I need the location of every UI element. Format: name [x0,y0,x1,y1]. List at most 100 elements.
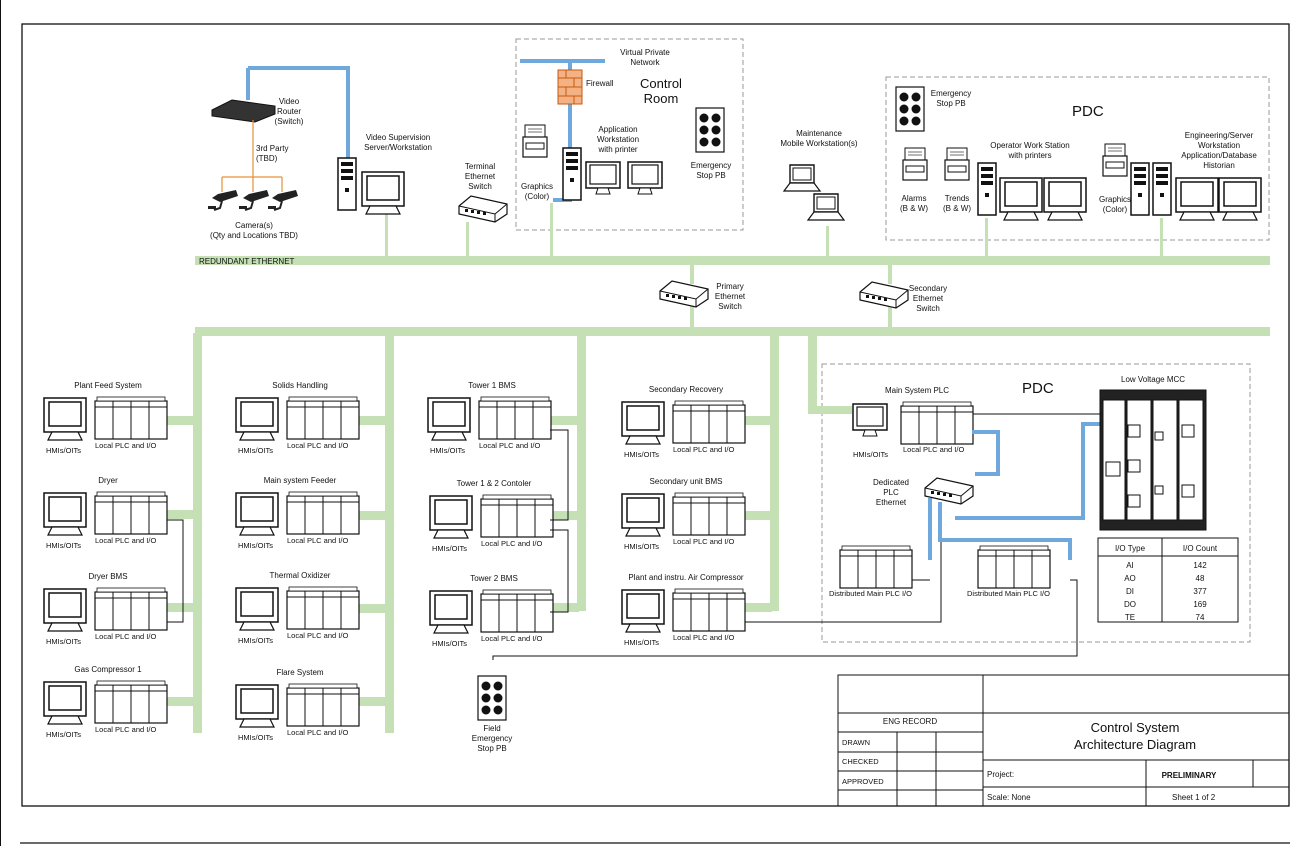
hmi-monitor-icon [429,495,473,539]
hmi-label: HMIs/OITs [432,544,467,553]
cameras-label: Camera(s)(Qty and Locations TBD) [210,221,298,240]
laptop-icon [783,164,821,192]
hmi-label: HMIs/OITs [46,446,81,455]
hmi-label: HMIs/OITs [624,638,659,647]
lv-mcc-icon [1099,389,1207,531]
main-plc-icon [900,401,974,445]
io-count-table: I/O Type I/O Count [1097,537,1239,623]
plc-rack-icon [94,680,168,724]
plc-rack-icon [286,491,360,535]
io-type-cell: DO [1124,600,1136,609]
primary-switch-icon [659,280,709,308]
hmi-label: HMIs/OITs [624,450,659,459]
hmi-monitor-icon [43,681,87,725]
pdc-bottom-box [821,363,1251,643]
hmi-monitor-icon [235,397,279,441]
plc-rack-icon [286,586,360,630]
system-title: Secondary Recovery [649,385,723,394]
io-count-cell: 169 [1193,600,1207,609]
lv-mcc-label: Low Voltage MCC [1121,375,1185,384]
control-room-box [515,38,744,231]
eng-tower-2-icon [1152,162,1172,216]
system-title: Plant Feed System [74,381,142,390]
hmi-monitor-icon [235,684,279,728]
hmi-label: HMIs/OITs [624,542,659,551]
color-printer-icon [522,124,548,158]
eng-monitor-icon [1175,177,1219,221]
video-router-icon [211,99,276,123]
io-header-type: I/O Type [1115,544,1146,553]
trends-label: Trends(B & W) [943,194,971,213]
checked-label: CHECKED [842,757,879,766]
estop-control-room-icon [695,107,725,153]
io-count-cell: 377 [1193,587,1207,596]
system-title: Thermal Oxidizer [270,571,331,580]
app-monitor-icon [585,161,621,195]
video-server-monitor-icon [361,171,405,215]
camera-icon [238,189,270,211]
laptop-icon [807,193,845,221]
hmi-monitor-icon [621,493,665,537]
io-type-cell: TE [1125,613,1135,622]
local-plc-label: Local PLC and I/O [673,537,734,546]
hmi-label: HMIs/OITs [46,637,81,646]
system-block: Plant and instru. Air CompressorHMIs/OIT… [621,573,746,647]
plc-rack-icon [480,494,554,538]
operator-monitor-icon [999,177,1043,221]
main-hmi-icon [852,403,888,437]
plc-rack-icon [672,400,746,444]
system-title: Dryer [98,476,118,485]
plc-rack-icon [94,396,168,440]
hmi-label: HMIs/OITs [430,446,465,455]
system-title: Tower 2 BMS [470,574,518,583]
hmi-monitor-icon [429,590,473,634]
plc-rack-icon [478,396,552,440]
distributed-2-label: Distributed Main PLC I/O [967,589,1050,598]
third-party-label: 3rd Party [256,144,288,153]
eng-monitor-2-icon [1218,177,1262,221]
local-plc-label: Local PLC and I/O [481,539,542,548]
graphics-pdc-label: Graphics(Color) [1099,195,1131,214]
distributed-1-label: Distributed Main PLC I/O [829,589,912,598]
hmi-monitor-icon [43,397,87,441]
local-plc-label: Local PLC and I/O [287,441,348,450]
drawn-label: DRAWN [842,738,870,747]
operator-monitor-2-icon [1043,177,1087,221]
local-plc-label: Local PLC and I/O [673,445,734,454]
plc-ethernet-links [928,422,1100,560]
dedicated-switch-icon [924,477,974,505]
plc-rack-icon [286,396,360,440]
distributed-io-2-icon [977,545,1051,589]
plc-rack-icon [94,491,168,535]
vpn-links [246,59,605,202]
hmi-monitor-icon [235,587,279,631]
plc-rack-icon [672,588,746,632]
plc-rack-icon [94,587,168,631]
io-type-cell: AO [1124,574,1136,583]
operator-tower-icon [977,162,997,216]
hmi-label: HMIs/OITs [238,446,273,455]
hmi-label: HMIs/OITs [46,541,81,550]
app-workstation-tower-icon [562,147,582,201]
eng-tower-icon [1130,162,1150,216]
local-plc-label: Local PLC and I/O [95,441,156,450]
plc-rack-icon [480,589,554,633]
local-plc-label: Local PLC and I/O [481,634,542,643]
io-type-cell: DI [1126,587,1134,596]
